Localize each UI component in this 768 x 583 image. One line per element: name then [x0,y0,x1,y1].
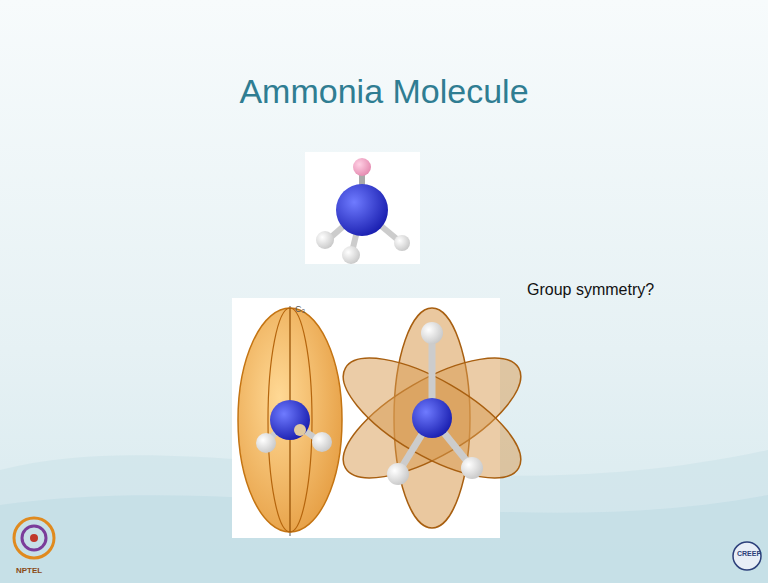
nptel-logo [14,518,54,558]
slide-title: Ammonia Molecule [0,72,768,111]
logo-text: CREEP [737,550,761,557]
question-text: Group symmetry? [527,281,654,299]
mirror-planes-figure [326,308,537,528]
c3-axis-figure [238,306,342,536]
axis-label: C₃ [295,304,305,314]
creep-logo [733,542,761,570]
ammonia-model [316,158,410,264]
logo-text: NPTEL [16,566,42,575]
